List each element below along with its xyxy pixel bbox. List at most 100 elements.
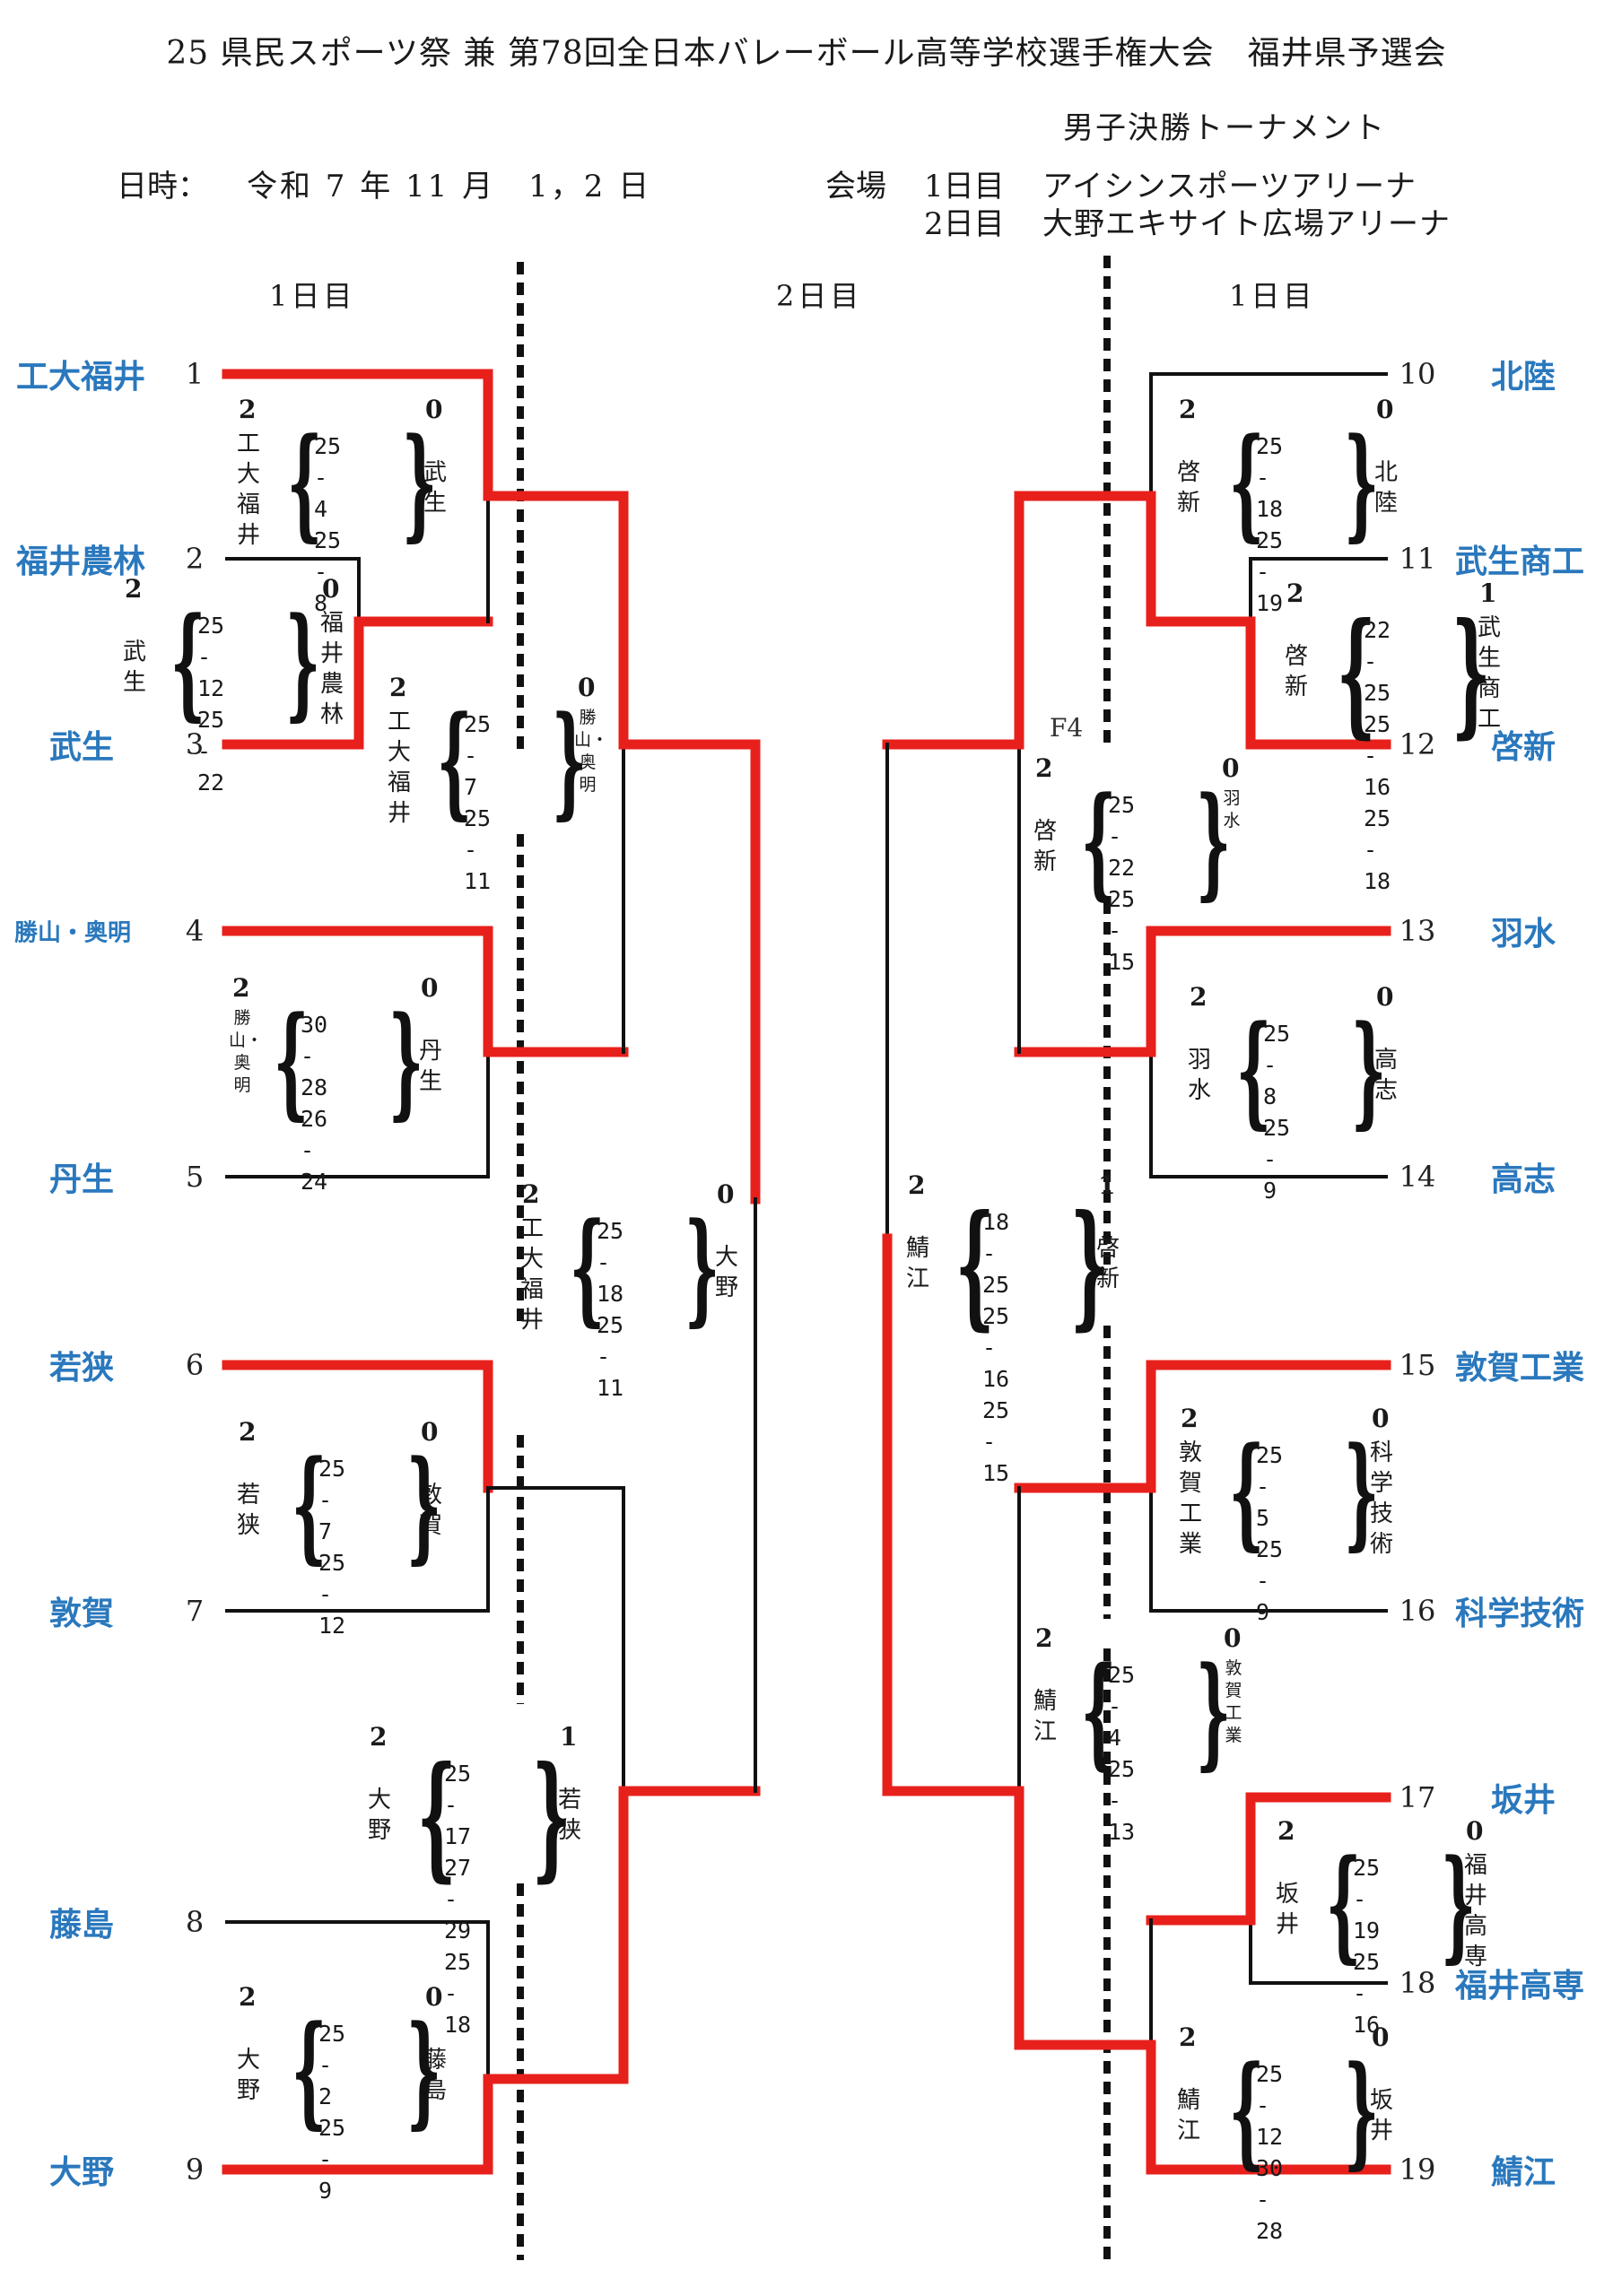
set-score: 25 - 7 bbox=[318, 1456, 346, 1544]
team-name: 羽水 bbox=[1491, 916, 1556, 952]
loser-name: 若狭 bbox=[557, 1787, 581, 1844]
set-score: 25 - 4 bbox=[314, 433, 342, 522]
brace-open: { bbox=[1081, 1639, 1117, 1782]
loser-set-count: 0 bbox=[421, 1417, 439, 1447]
set-score: 25 - 22 bbox=[197, 707, 225, 796]
set-score: 25 - 5 bbox=[1256, 1442, 1284, 1531]
set-score: 25 - 18 bbox=[597, 1218, 624, 1307]
winner-name: 勝山・奥明 bbox=[229, 1008, 264, 1095]
seed-number: 16 bbox=[1399, 1594, 1436, 1628]
set-score: 25 - 17 bbox=[444, 1761, 472, 1849]
brace-open: { bbox=[417, 1737, 457, 1895]
team-name: 鯖江 bbox=[1491, 2154, 1556, 2191]
team-name: 若狭 bbox=[49, 1350, 115, 1387]
loser-set-count: 0 bbox=[322, 574, 340, 604]
set-score: 25 - 4 bbox=[1108, 1662, 1136, 1751]
team-name: 坂井 bbox=[1491, 1782, 1556, 1819]
loser-name: 福井農林 bbox=[319, 610, 344, 728]
set-score: 25 - 12 bbox=[318, 1550, 346, 1639]
winner-name: 坂井 bbox=[1275, 1881, 1299, 1938]
brace-open: { bbox=[170, 590, 206, 733]
winner-name: 啓新 bbox=[1284, 643, 1308, 700]
seed-number: 10 bbox=[1399, 357, 1436, 391]
day-header-center: 2日目 bbox=[776, 279, 863, 313]
set-score: 25 - 19 bbox=[1353, 1855, 1381, 1944]
date-label: 日時： bbox=[117, 169, 208, 204]
brace-close: } bbox=[1344, 2039, 1380, 2181]
set-score: 25 - 9 bbox=[1263, 1115, 1291, 1204]
loser-name: 北陸 bbox=[1373, 459, 1398, 517]
set-score: 25 - 8 bbox=[314, 527, 342, 616]
set-scores: 30 - 28 26 - 24 bbox=[301, 1009, 327, 1197]
venue-label: 会場 bbox=[825, 169, 886, 204]
loser-set-count: 0 bbox=[425, 395, 443, 424]
date-value: 令和 7 年 11 月 1，2 日 bbox=[247, 169, 652, 204]
set-score: 30 - 28 bbox=[301, 1012, 328, 1100]
loser-set-count: 0 bbox=[578, 673, 596, 702]
page-title: 25 県民スポーツ祭 兼 第78回全日本バレーボール高等学校選手権大会 福井県予… bbox=[166, 35, 1447, 72]
winner-name: 鯖江 bbox=[905, 1235, 929, 1292]
seed-number: 2 bbox=[185, 542, 205, 576]
brace-close: } bbox=[1196, 1639, 1232, 1782]
set-scores: 25 - 4 25 - 8 bbox=[314, 430, 341, 619]
brace-open: { bbox=[1229, 1420, 1265, 1562]
winner-set-count: 2 bbox=[1179, 2022, 1197, 2052]
team-name: 科学技術 bbox=[1455, 1596, 1585, 1632]
winner-name: 武生 bbox=[122, 639, 146, 696]
set-score: 25 - 22 bbox=[1108, 792, 1136, 881]
winner-name: 大野 bbox=[367, 1787, 391, 1844]
loser-name: 敦賀工業 bbox=[1225, 1658, 1242, 1745]
team-name: 福井農林 bbox=[16, 544, 146, 580]
brace-open: { bbox=[437, 689, 473, 831]
set-score: 25 - 7 bbox=[464, 711, 492, 800]
loser-set-count: 1 bbox=[1479, 578, 1497, 608]
loser-name: 科学技術 bbox=[1369, 1439, 1393, 1558]
brace-open: { bbox=[1229, 2039, 1265, 2181]
brace-close: } bbox=[1441, 1832, 1477, 1975]
seed-number: 3 bbox=[185, 727, 205, 761]
match-label: F4 bbox=[1050, 713, 1084, 743]
set-scores: 25 - 4 25 - 13 bbox=[1108, 1659, 1135, 1848]
set-score: 18 - 25 bbox=[982, 1209, 1010, 1298]
seed-number: 13 bbox=[1399, 914, 1436, 948]
set-score: 26 - 24 bbox=[301, 1106, 328, 1195]
loser-name: 羽水 bbox=[1223, 788, 1241, 831]
set-score: 22 - 25 bbox=[1364, 617, 1391, 706]
set-score: 25 - 13 bbox=[1108, 1756, 1136, 1845]
brace-close: } bbox=[285, 590, 321, 733]
set-score: 25 - 18 bbox=[1256, 433, 1284, 522]
seed-number: 19 bbox=[1399, 2152, 1436, 2187]
brace-open: { bbox=[292, 1998, 327, 2141]
tournament-subtitle: 男子決勝トーナメント bbox=[1063, 110, 1386, 146]
team-name: 北陸 bbox=[1491, 359, 1556, 396]
winner-name: 鯖江 bbox=[1033, 1688, 1057, 1745]
set-score: 25 - 11 bbox=[464, 805, 492, 894]
loser-set-count: 0 bbox=[421, 973, 439, 1003]
set-score: 25 - 16 bbox=[982, 1303, 1010, 1392]
team-name: 大野 bbox=[49, 2154, 115, 2191]
set-score: 25 - 16 bbox=[1364, 711, 1391, 800]
seed-number: 17 bbox=[1399, 1780, 1436, 1814]
brace-close: } bbox=[552, 689, 588, 831]
brace-open: { bbox=[1229, 411, 1265, 553]
loser-set-count: 0 bbox=[1372, 1404, 1390, 1433]
winner-name: 啓新 bbox=[1176, 459, 1200, 517]
team-name: 福井高専 bbox=[1455, 1968, 1585, 2005]
brace-open: { bbox=[1337, 594, 1376, 752]
brace-close: } bbox=[402, 411, 438, 553]
seed-number: 1 bbox=[185, 357, 205, 391]
set-score: 25 - 15 bbox=[982, 1397, 1010, 1486]
seed-number: 4 bbox=[185, 914, 205, 948]
venue-day-2: 2日目 bbox=[924, 206, 1005, 242]
brace-open: { bbox=[1081, 770, 1117, 912]
seed-number: 14 bbox=[1399, 1160, 1436, 1194]
team-name: 高志 bbox=[1491, 1161, 1556, 1198]
seed-number: 7 bbox=[185, 1594, 205, 1628]
set-score: 25 - 2 bbox=[318, 2021, 346, 2109]
team-name: 武生 bbox=[49, 729, 115, 766]
